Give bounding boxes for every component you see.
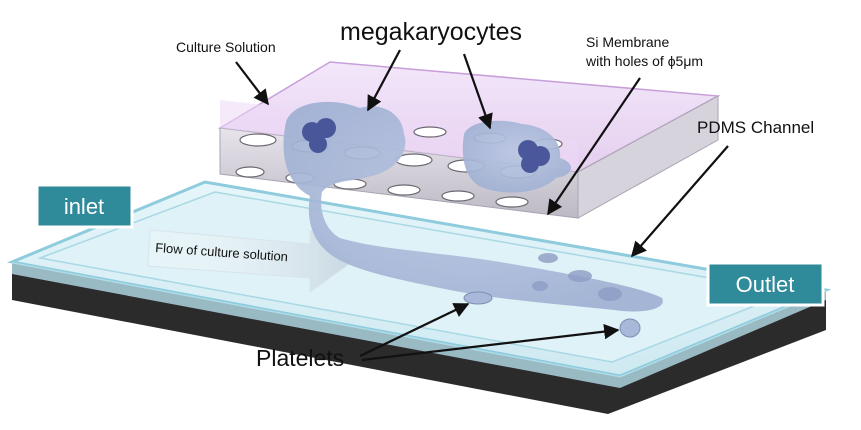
culture-solution-label: Culture Solution bbox=[176, 39, 276, 55]
arrow-megakaryocyte-left bbox=[367, 49, 401, 112]
arrow-platelet-2 bbox=[361, 323, 620, 362]
nucleus-left bbox=[302, 118, 336, 153]
leader-arrows bbox=[235, 49, 729, 362]
pdms-channel-label: PDMS Channel bbox=[697, 118, 814, 137]
megakaryocytes-label: megakaryocytes bbox=[340, 18, 522, 46]
arrow-culture-solution bbox=[235, 61, 269, 106]
flow-arrow: Flow of culture solution bbox=[147, 228, 353, 293]
si-membrane-label-1: Si Membrane bbox=[586, 34, 669, 50]
inlet-box: inlet bbox=[35, 183, 134, 229]
pdms-channel bbox=[6, 180, 832, 414]
platelets bbox=[463, 291, 641, 338]
nucleus-right bbox=[518, 140, 550, 173]
arrow-megakaryocyte-right bbox=[462, 53, 493, 130]
inlet-label: inlet bbox=[64, 194, 104, 219]
arrow-si-membrane bbox=[547, 77, 641, 216]
arrow-pdms-channel bbox=[630, 145, 729, 258]
si-membrane-label-2: with holes of ϕ5μm bbox=[585, 53, 703, 69]
outlet-label: Outlet bbox=[736, 272, 795, 297]
cell-vacuoles bbox=[532, 253, 622, 301]
megakaryocyte-right bbox=[462, 120, 572, 193]
arrow-platelet-1 bbox=[359, 303, 470, 357]
outlet-box: Outlet bbox=[706, 261, 825, 307]
chamber-right-wall bbox=[577, 95, 719, 219]
megakaryocyte-left bbox=[283, 101, 663, 312]
platelets-label: Platelets bbox=[256, 345, 344, 371]
platelet-1 bbox=[463, 291, 493, 305]
platelet-2 bbox=[619, 318, 641, 338]
